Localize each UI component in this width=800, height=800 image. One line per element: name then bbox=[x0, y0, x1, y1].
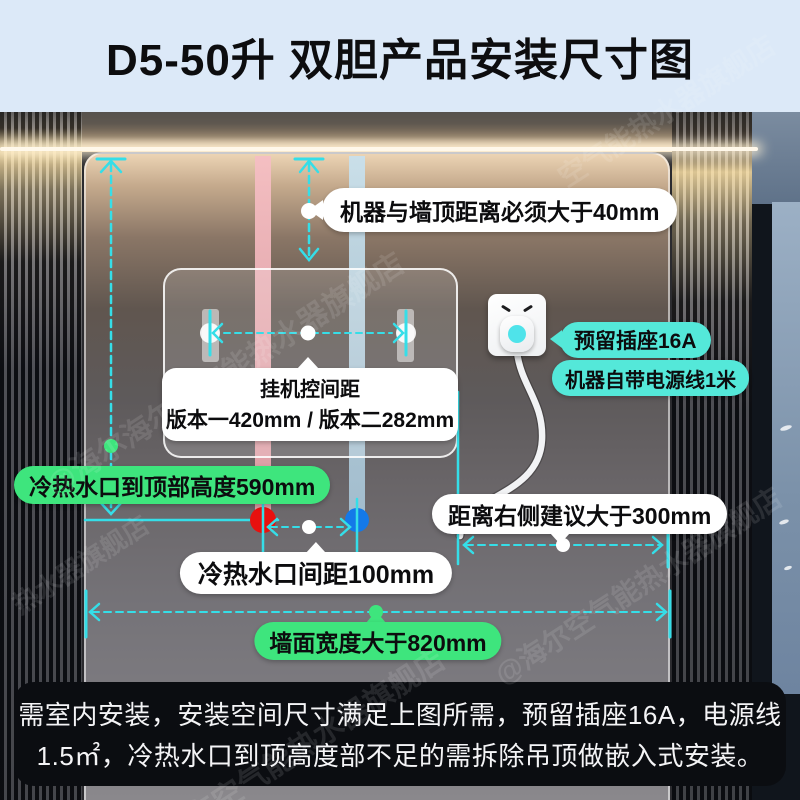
label-port-spacing: 冷热水口间距100mm bbox=[179, 542, 453, 594]
socket-pin-left bbox=[500, 304, 512, 313]
label-top-clearance: 机器与墙顶距离必须大于40mm bbox=[308, 188, 678, 232]
power-plug-icon bbox=[500, 316, 534, 352]
bracket-spacing-title: 挂机控间距 bbox=[260, 379, 360, 401]
label-port-top-height: 冷热水口到顶部高度590mm bbox=[14, 466, 331, 504]
bracket-slot-left bbox=[202, 309, 219, 362]
note-line-2: 1.5㎡，冷热水口到顶高度部不足的需拆除吊顶做嵌入式安装。 bbox=[36, 741, 764, 771]
label-wall-width: 墙面宽度大于820mm bbox=[254, 622, 502, 660]
label-reserved-socket: 预留插座16A bbox=[550, 322, 711, 358]
label-power-cord: 机器自带电源线1米 bbox=[552, 360, 750, 396]
power-socket-icon bbox=[488, 294, 546, 356]
label-bracket-spacing: 挂机控间距 版本一420mm / 版本二282mm bbox=[162, 357, 458, 441]
installation-note-panel: 需室内安装，安装空间尺寸满足上图所需，预留插座16A，电源线 1.5㎡，冷热水口… bbox=[14, 682, 786, 786]
header: D5-50升 双胆产品安装尺寸图 bbox=[0, 0, 800, 112]
window-frame-top bbox=[752, 112, 800, 204]
bracket-slot-right bbox=[397, 309, 414, 362]
page-title: D5-50升 双胆产品安装尺寸图 bbox=[105, 36, 695, 85]
label-right-clearance: 距离右侧建议大于300mm bbox=[432, 494, 728, 544]
socket-pin-right bbox=[522, 304, 534, 313]
plug-button bbox=[508, 325, 526, 343]
note-line-1: 需室内安装，安装空间尺寸满足上图所需，预留插座16A，电源线 bbox=[18, 700, 782, 730]
ceiling-light-strip bbox=[0, 147, 758, 151]
window-glass bbox=[772, 202, 800, 694]
ceiling bbox=[0, 112, 800, 152]
bracket-spacing-values: 版本一420mm / 版本二282mm bbox=[165, 409, 455, 432]
